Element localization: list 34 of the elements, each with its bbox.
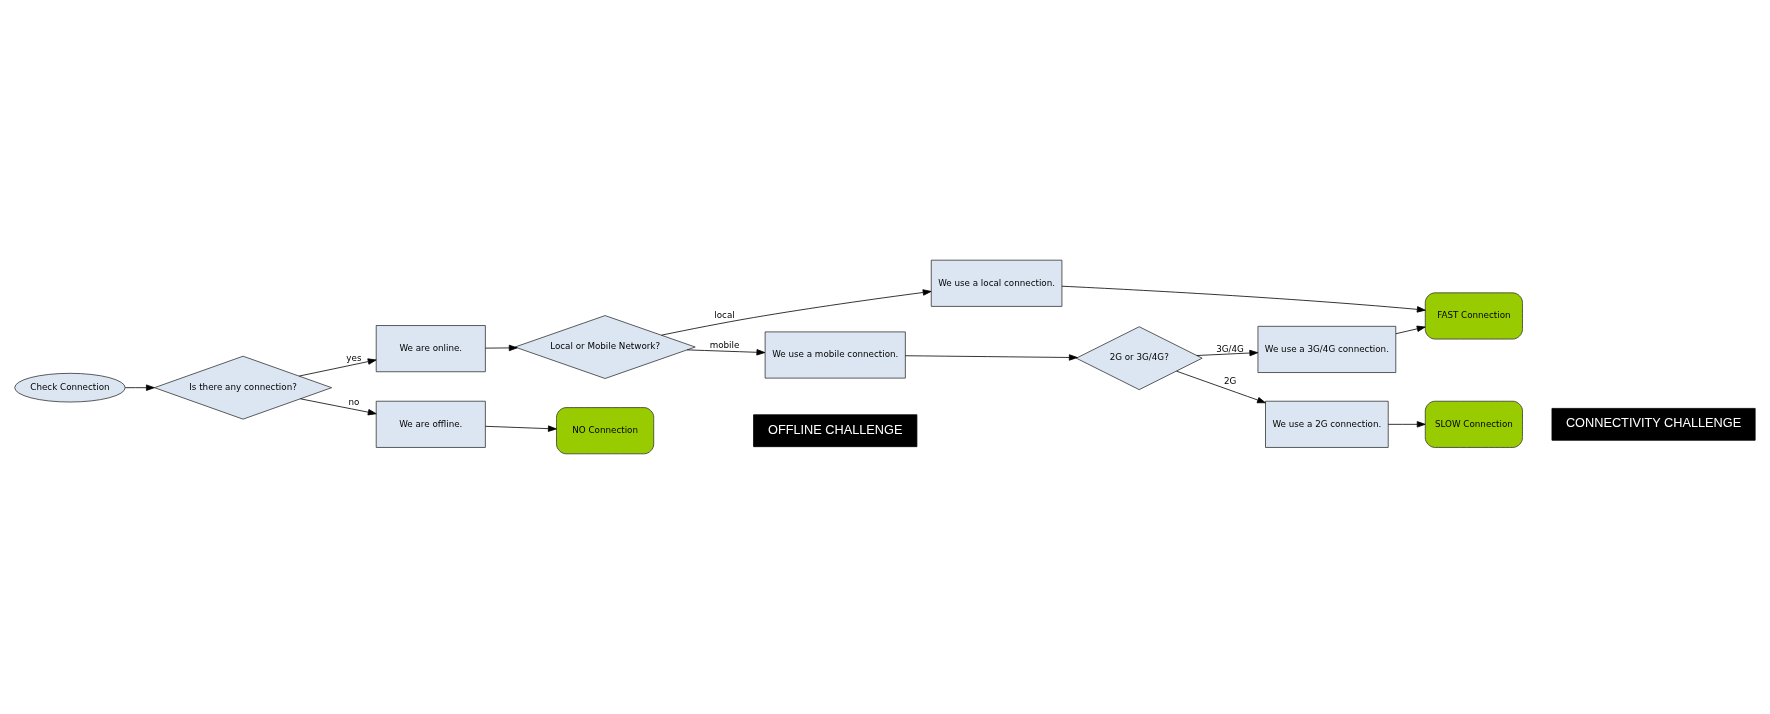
arrow bbox=[300, 398, 377, 416]
edge-label: 3G/4G bbox=[1216, 343, 1244, 354]
arrow bbox=[485, 425, 557, 432]
node-box: NO Connection bbox=[556, 407, 655, 455]
edge-label: mobile bbox=[709, 340, 740, 351]
arrow bbox=[1395, 325, 1426, 335]
node-box: OFFLINE CHALLENGE bbox=[753, 414, 918, 448]
node-box: FAST Connection bbox=[1424, 292, 1523, 340]
node-diamond: Is there any connection? bbox=[154, 355, 333, 420]
arrow bbox=[1196, 349, 1259, 357]
node-diamond: Local or Mobile Network? bbox=[514, 315, 696, 379]
arrow bbox=[905, 354, 1078, 361]
node-box: We are online. bbox=[375, 325, 486, 373]
node-box: We use a mobile connection. bbox=[764, 331, 906, 379]
arrow bbox=[1387, 421, 1426, 428]
node-box: CONNECTIVITY CHALLENGE bbox=[1551, 408, 1756, 441]
arrow bbox=[485, 344, 518, 352]
edge-label: no bbox=[348, 397, 360, 408]
arrow bbox=[686, 349, 766, 356]
arrow bbox=[1061, 285, 1426, 313]
arrow bbox=[298, 358, 377, 377]
node-ellipse: Check Connection bbox=[14, 372, 126, 403]
arrow bbox=[1176, 370, 1266, 404]
node-diamond: 2G or 3G/4G? bbox=[1075, 326, 1203, 391]
node-box: We use a local connection. bbox=[930, 259, 1063, 307]
arrow bbox=[661, 289, 932, 336]
node-box: We use a 3G/4G connection. bbox=[1257, 325, 1397, 373]
edge-label: local bbox=[714, 310, 735, 321]
edge-label: 2G bbox=[1223, 376, 1237, 387]
node-box: We are offline. bbox=[375, 400, 486, 448]
edge-label: yes bbox=[346, 353, 362, 364]
arrow bbox=[124, 384, 155, 391]
node-box: We use a 2G connection. bbox=[1265, 400, 1389, 448]
node-box: SLOW Connection bbox=[1424, 400, 1523, 448]
